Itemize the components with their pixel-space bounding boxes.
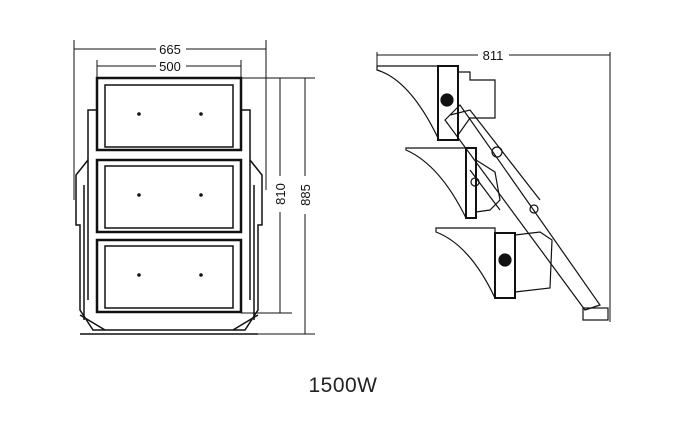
mounting-bracket [75, 109, 263, 335]
label-810: 810 [273, 183, 288, 205]
side-unit-middle [405, 147, 501, 219]
label-500: 500 [159, 59, 181, 74]
label-885: 885 [298, 184, 313, 206]
led-panel-bottom [95, 238, 243, 314]
label-665: 665 [159, 42, 181, 57]
dimension-panel-width [96, 60, 242, 80]
side-unit-bottom [435, 227, 553, 299]
dimension-panel-height [241, 77, 315, 314]
side-unit-top [376, 65, 496, 141]
front-view [73, 40, 315, 335]
led-panel-middle [95, 158, 243, 234]
dimension-overall-width [73, 40, 267, 200]
side-bracket-arm [444, 104, 609, 321]
led-panel-top [95, 76, 243, 152]
label-811: 811 [483, 48, 504, 63]
model-caption: 1500W [308, 374, 378, 397]
side-view [376, 52, 611, 322]
dimension-depth [376, 52, 611, 322]
dimension-overall-height [258, 78, 315, 335]
